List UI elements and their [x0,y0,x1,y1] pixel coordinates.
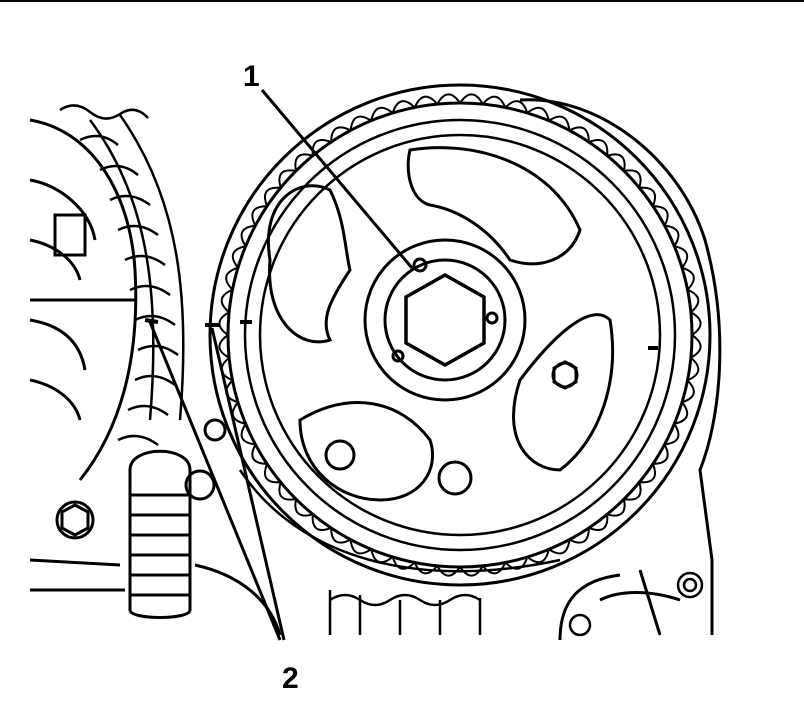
belt-tooth [687,288,700,314]
belt-tooth [690,311,702,336]
belt-tooth [526,106,550,121]
belt-tooth [278,169,297,189]
belt-tooth [504,556,529,570]
belt-tooth [690,334,702,359]
belt-tooth [568,527,590,544]
belt-tooth [652,443,669,465]
callout-label-1: 1 [243,60,260,93]
belt-tooth [623,481,642,501]
belt-tooth [652,205,669,227]
belt-tooth [218,334,230,359]
belt-tooth [263,186,281,207]
belt-tooth [436,93,461,105]
belt-tooth [294,153,314,172]
belt-tooth [251,443,268,465]
leader-lines [148,89,414,641]
left-pulley [29,118,138,481]
belt-tooth [391,556,416,570]
belt-tooth [568,126,590,143]
left-belt-section [59,104,185,447]
sprocket-spokes [267,146,614,502]
right-housing [519,98,722,641]
belt-tooth [349,539,372,555]
belt-tooth [681,266,695,291]
belt-tooth [231,245,246,269]
belt-tooth [674,245,689,269]
belt-tooth [330,527,352,544]
main-sprocket [208,83,712,587]
belt-tooth [639,186,657,207]
belt-tooth [370,106,394,121]
tensioner-assembly [29,418,282,636]
belt-tooth [548,115,571,131]
belt-tooth [548,539,571,555]
belt-tooth [459,93,484,105]
belt-tooth [311,514,332,532]
lower-belt-run [238,469,704,637]
belt-tooth [240,423,256,446]
belt-tooth [664,224,680,247]
belt-tooth [481,95,507,108]
belt-tooth [664,423,680,446]
belt-tooth [588,138,609,156]
belt-tooth [225,266,239,291]
sprocket-belt-teeth [218,93,702,577]
timing-marks [144,318,658,350]
belt-tooth [639,463,657,484]
belt-tooth [681,379,695,404]
belt-tooth [330,126,352,143]
belt-tooth [294,498,314,517]
belt-tooth [220,288,233,314]
belt-tooth [263,463,281,484]
belt-tooth [391,100,416,114]
callout-label-2: 2 [282,662,299,695]
belt-tooth [251,205,268,227]
belt-tooth [413,95,439,108]
belt-tooth [504,100,529,114]
belt-tooth [459,565,484,577]
belt-tooth [436,565,461,577]
belt-tooth [606,498,626,517]
belt-tooth [278,481,297,501]
belt-tooth [623,169,642,189]
belt-tooth [687,356,700,382]
belt-tooth [674,401,689,425]
sprocket-hub [363,238,527,402]
belt-tooth [588,514,609,532]
belt-tooth [481,562,507,575]
belt-tooth [606,153,626,172]
belt-tooth [240,224,256,247]
belt-tooth [413,562,439,575]
belt-tooth [526,549,550,564]
belt-tooth [349,115,372,131]
